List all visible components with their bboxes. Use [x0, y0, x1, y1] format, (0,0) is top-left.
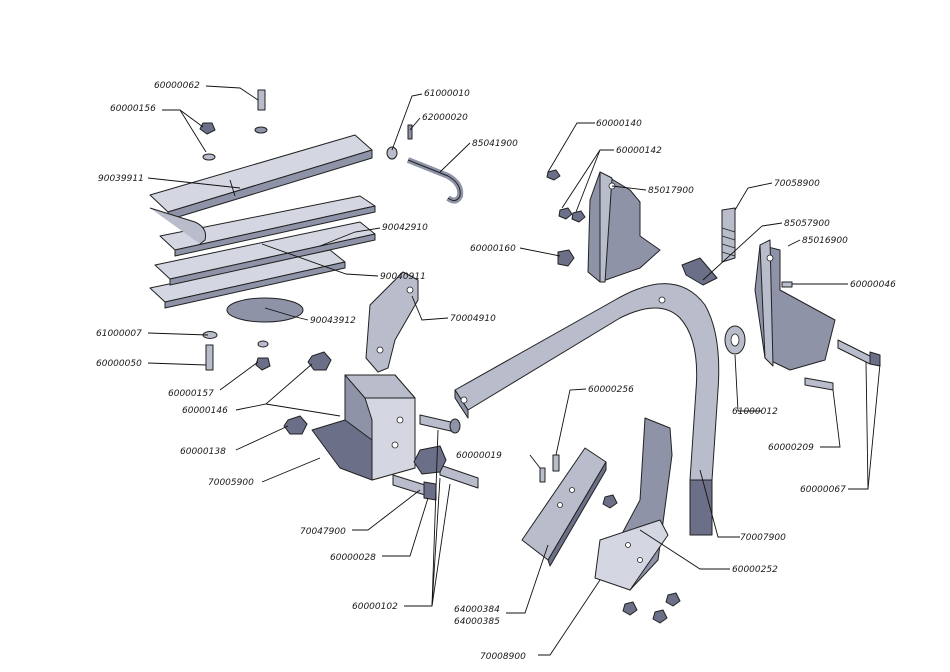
bolt-60000062: [254, 89, 268, 134]
label-62000020: 62000020: [422, 113, 468, 123]
label-85057900: 85057900: [784, 219, 830, 229]
label-61000010: 61000010: [424, 89, 470, 99]
label-85017900: 85017900: [648, 186, 694, 196]
label-60000138: 60000138: [180, 447, 226, 457]
label-60000209: 60000209: [768, 443, 814, 453]
bolt-70047900: [392, 474, 437, 501]
label-64000385: 64000385: [454, 617, 500, 627]
wear-plate-64000384: [521, 447, 607, 567]
bolt-60000019: [539, 467, 546, 483]
block-70005900: [311, 374, 416, 481]
label-60000102: 60000102: [352, 602, 398, 612]
label-60000142: 60000142: [616, 146, 662, 156]
bolt-60000209: [804, 377, 834, 391]
bolt-60000067: [837, 339, 881, 367]
label-70004910: 70004910: [450, 314, 496, 324]
label-60000256: 60000256: [588, 385, 634, 395]
small-bolt-60000046: [781, 281, 793, 288]
nuts-60000142: [546, 169, 586, 223]
label-60000050: 60000050: [96, 359, 142, 369]
label-60000146: 60000146: [182, 406, 228, 416]
share-70008900: [594, 417, 673, 591]
bracket-85016900: [754, 239, 836, 371]
washer-61000012: [724, 325, 746, 355]
label-60000067: 60000067: [800, 485, 846, 495]
label-61000007: 61000007: [96, 329, 142, 339]
label-70008900: 70008900: [480, 652, 526, 662]
label-60000160: 60000160: [470, 244, 516, 254]
label-70005900: 70005900: [208, 478, 254, 488]
nuts-60000252: [602, 494, 681, 624]
bracket-plate-90043912: [226, 297, 304, 323]
label-70047900: 70047900: [300, 527, 346, 537]
bracket-85017900: [587, 171, 661, 283]
label-60000157: 60000157: [168, 389, 214, 399]
label-60000019: 60000019: [456, 451, 502, 461]
label-85041900: 85041900: [472, 139, 518, 149]
label-60000046: 60000046: [850, 280, 896, 290]
bolt-60000050: [205, 344, 214, 371]
label-60000156: 60000156: [110, 104, 156, 114]
label-64000384: 64000384: [454, 605, 500, 615]
leader-lines: [147, 85, 881, 656]
spring-bolt-70058900: [681, 207, 736, 286]
nuts-60000156: [199, 122, 216, 161]
label-70058900: 70058900: [774, 179, 820, 189]
label-61000012: 61000012: [732, 407, 778, 417]
nut-60000157: [255, 340, 271, 371]
label-60000252: 60000252: [732, 565, 778, 575]
arm-70004910: [365, 271, 419, 373]
nut-60000160: [557, 249, 575, 267]
part-labels: 60000062 60000156 90039911 61000010 6200…: [96, 81, 896, 662]
label-70007900: 70007900: [740, 533, 786, 543]
label-90039911: 90039911: [98, 174, 144, 184]
bolt-60000102: [413, 414, 479, 489]
label-60000062: 60000062: [154, 81, 200, 91]
label-60000140: 60000140: [596, 119, 642, 129]
label-60000028: 60000028: [330, 553, 376, 563]
tube-clip: [149, 207, 206, 245]
label-85016900: 85016900: [802, 236, 848, 246]
label-90042910: 90042910: [382, 223, 428, 233]
hook-85041900: [406, 157, 464, 204]
label-90043912: 90043912: [310, 316, 356, 326]
nut-60000146: [307, 351, 332, 371]
bolt-60000256: [552, 454, 560, 472]
nut-60000138: [283, 415, 308, 435]
plate-stack-90039911: [149, 134, 376, 309]
label-90040911: 90040911: [380, 272, 426, 282]
pin-61000010: [386, 124, 413, 160]
